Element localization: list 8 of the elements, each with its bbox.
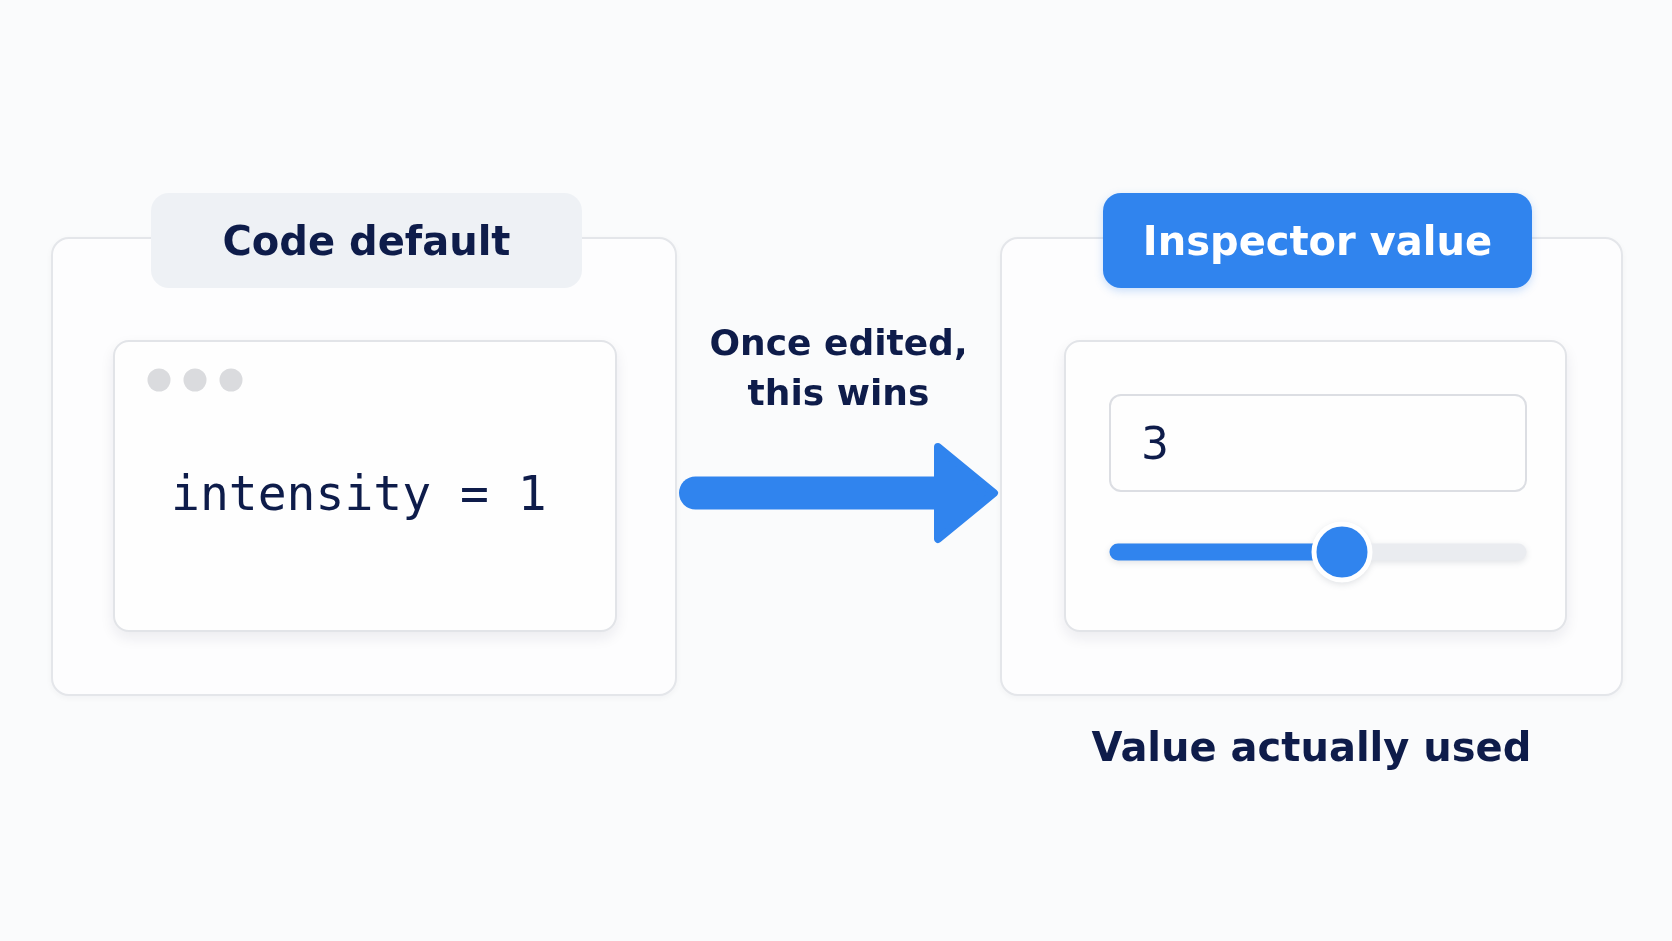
arrow (679, 443, 998, 543)
panel-title: Code default (151, 193, 582, 288)
value-input-field: 3 (1109, 394, 1527, 492)
panel-title: Inspector value (1103, 193, 1532, 288)
code-window (113, 340, 617, 632)
node-label: Value actually used (1090, 723, 1533, 772)
code-text: intensity = 1 (171, 465, 547, 521)
inspector-card (1064, 340, 1567, 632)
